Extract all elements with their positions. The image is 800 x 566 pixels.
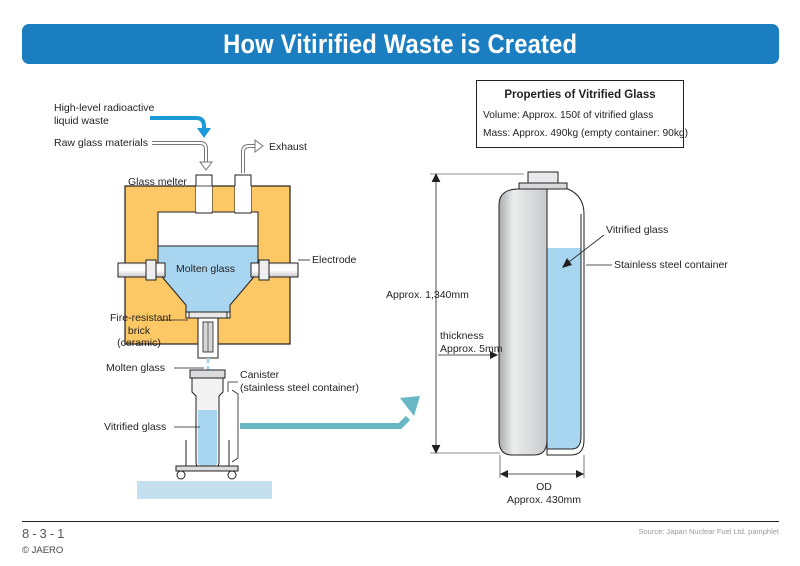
footer-divider bbox=[22, 521, 779, 522]
glass-melter-label: Glass melter bbox=[128, 176, 187, 188]
exhaust-arrow bbox=[241, 144, 256, 173]
properties-mass: Mass: Approx. 490kg (empty container: 90… bbox=[483, 128, 688, 139]
electrode-label: Electrode bbox=[312, 254, 357, 266]
molten-glass-outflow-label: Molten glass bbox=[106, 362, 165, 374]
exhaust-label: Exhaust bbox=[269, 141, 307, 153]
raw-glass-arrow bbox=[152, 141, 208, 163]
page-title: How Vitirified Waste is Created bbox=[223, 28, 578, 59]
properties-volume: Volume: Approx. 150ℓ of vitrified glass bbox=[483, 110, 654, 121]
floor bbox=[137, 481, 272, 499]
source-credit: Source: Japan Nuclear Fuel Ltd. pamphlet bbox=[638, 527, 780, 536]
vitrified-glass-left-label: Vitrified glass bbox=[104, 421, 167, 433]
stainless-container-label: Stainless steel container bbox=[614, 259, 728, 271]
vitrified-leader bbox=[564, 234, 605, 266]
right-electrode bbox=[250, 262, 299, 278]
title-banner: How Vitirified Waste is Created bbox=[22, 24, 779, 64]
height-dimension bbox=[430, 173, 524, 454]
glass-melter bbox=[117, 174, 299, 359]
properties-heading: Properties of Vitrified Glass bbox=[504, 89, 656, 101]
waste-inflow-arrow bbox=[150, 116, 206, 130]
thickness-dimension bbox=[438, 351, 498, 359]
vitrified-glass-right-label: Vitrified glass bbox=[606, 224, 669, 236]
copyright: © JAERO bbox=[22, 545, 64, 556]
od-dimension bbox=[499, 455, 585, 478]
properties-box: Properties of Vitrified Glass Volume: Ap… bbox=[476, 80, 688, 148]
canister bbox=[175, 369, 239, 480]
page-number: 8-3-1 bbox=[22, 526, 68, 541]
raw-glass-label: Raw glass materials bbox=[54, 137, 148, 149]
molten-glass-inner-label: Molten glass bbox=[176, 263, 235, 275]
connector-arrow bbox=[240, 396, 420, 429]
left-electrode bbox=[117, 262, 166, 278]
height-label: Approx. 1,340mm bbox=[386, 289, 469, 301]
canister-label: Canister(stainless steel container) bbox=[240, 369, 360, 394]
container-cutaway bbox=[498, 171, 585, 456]
